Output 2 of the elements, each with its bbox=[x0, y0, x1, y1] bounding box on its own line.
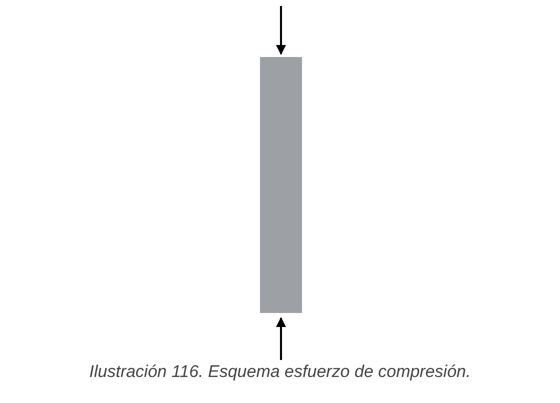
figure-caption: Ilustración 116. Esquema esfuerzo de compresión. bbox=[88, 362, 472, 382]
column-bar bbox=[260, 57, 302, 313]
